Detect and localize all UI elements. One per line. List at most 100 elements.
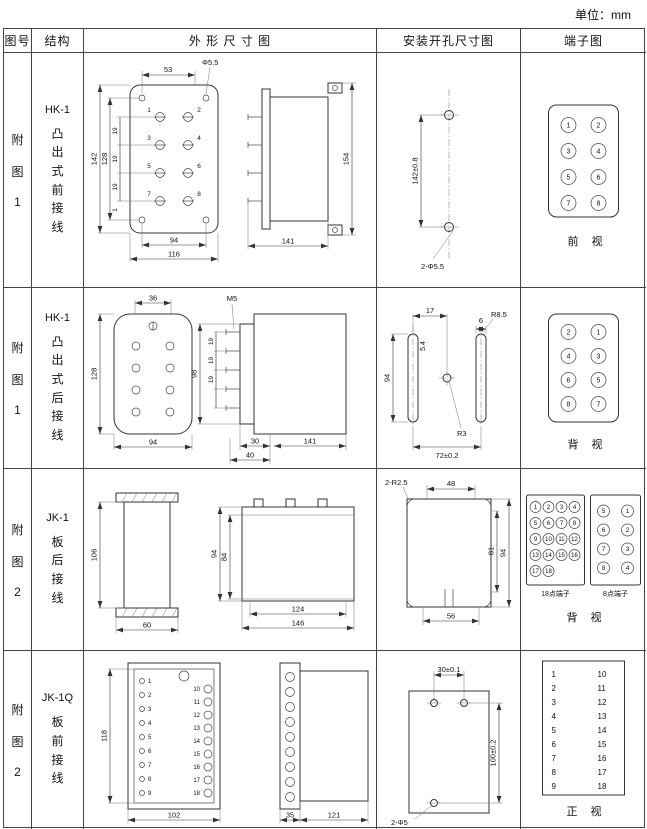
dim-label: 2-Φ5 (391, 818, 408, 827)
view-label: 背 视 (566, 610, 606, 624)
dim-label: 6 (479, 316, 483, 325)
header-install: 安装开孔尺寸图 (377, 29, 521, 53)
terminal-number: 2 (567, 330, 571, 337)
terminal-number: 5 (567, 175, 571, 182)
row2-fig-cell: 附 图 1 (4, 288, 32, 469)
terminal-number: 6 (197, 163, 201, 170)
dim-label: 81 (487, 547, 496, 555)
terminal-number: 6 (552, 740, 557, 749)
relay-front-view: 1 2 3 4 5 6 7 8 9 10 11 12 13 14 15 16 1… (100, 662, 221, 823)
terminal-number: 8 (597, 201, 601, 208)
header-outline: 外 形 尺 寸 图 (84, 29, 377, 53)
dim-label: 102 (168, 811, 181, 820)
terminal-number: 6 (567, 378, 571, 385)
dim-label: 116 (168, 250, 180, 259)
header-structure: 结构 (32, 29, 84, 53)
row2-terminal-cell: 2 1 4 3 6 5 8 7 背 视 (521, 288, 646, 469)
view-label: 背 视 (567, 437, 607, 451)
dim-label: 106 (90, 549, 99, 562)
unit-label: 单位：mm (575, 8, 631, 22)
dim-label: 35 (286, 813, 294, 820)
terminal-number: 13 (532, 553, 539, 559)
structure-char: 出 (51, 145, 64, 160)
row3-install-cell: 2-R2.5 48 81 94 56 (377, 469, 521, 651)
view-label: 正 视 (566, 804, 606, 818)
terminal-number: 10 (193, 687, 200, 693)
dim-label: 56 (447, 612, 455, 621)
structure-char: 接 (51, 409, 64, 424)
relay-side-view: 154 141 (247, 82, 356, 249)
dim-label: 72±0.2 (436, 451, 459, 460)
relay-rear-view: 36 128 94 (90, 294, 193, 450)
terminal-number: 1 (148, 679, 152, 685)
terminal-number: 4 (597, 149, 601, 156)
terminal-number: 10 (598, 670, 607, 679)
terminal-number: 4 (197, 135, 201, 142)
terminal-number: 16 (598, 754, 607, 763)
dim-label: 121 (328, 811, 341, 820)
terminal-number: 2 (626, 527, 630, 534)
terminal-number: 17 (532, 569, 539, 575)
terminal-number: 15 (598, 740, 607, 749)
terminal-number: 8 (148, 777, 152, 783)
model-label: HK-1 (44, 103, 71, 116)
terminal-number: 13 (193, 726, 200, 732)
terminal-block-18: 1 2 3 4 5 6 7 8 9 10 11 12 13 14 15 16 1… (526, 494, 585, 598)
terminal-number: 3 (147, 135, 151, 142)
dim-label: 17 (426, 306, 434, 315)
terminal-number: 14 (193, 739, 200, 745)
terminal-number: 8 (573, 521, 577, 527)
terminal-number: 18 (598, 782, 607, 791)
terminal-number: 6 (602, 527, 606, 534)
dim-label: Φ5.5 (202, 58, 218, 67)
relay-front-view: 106 60 (90, 492, 179, 633)
dim-label: 118 (100, 730, 109, 742)
dim-label: 98 (190, 370, 199, 378)
terminal-number: 2 (148, 693, 152, 699)
terminal-number: 3 (560, 505, 564, 511)
terminal-number: 9 (148, 791, 152, 797)
row4-install-cell: 30±0.1 100±0.2 2-Φ5 (377, 651, 521, 829)
terminal-number: 4 (148, 721, 152, 727)
structure-char: 式 (51, 163, 64, 178)
fig-char: 图 (11, 373, 24, 387)
terminal-number: 18 (193, 791, 200, 797)
fig-char: 2 (14, 765, 21, 779)
structure-char: 线 (51, 771, 64, 786)
fig-char: 图 (11, 165, 24, 179)
terminal-number: 5 (597, 378, 601, 385)
header-fig-no: 图号 (4, 29, 32, 53)
row2-install-cell: R3 6 17 5.4 R8.5 94 72±0.2 (377, 288, 521, 469)
terminal-number: 7 (147, 191, 151, 198)
dim-label: 19 (208, 357, 215, 365)
terminal-number: 12 (193, 713, 200, 719)
row1-structure-cell: HK-1 凸 出 式 前 接 线 (32, 53, 84, 288)
terminal-block-label: 18点端子 (541, 589, 570, 598)
dim-label: R3 (457, 429, 467, 438)
structure-char: 凸 (51, 126, 64, 141)
terminal-number: 3 (148, 707, 152, 713)
header-terminal: 端子图 (521, 29, 646, 53)
fig-char: 附 (11, 522, 24, 537)
dim-label: 154 (342, 153, 351, 166)
terminal-number: 5 (534, 521, 538, 527)
dim-label: 128 (100, 153, 109, 166)
dim-label: 30 (251, 437, 259, 446)
terminal-number: 15 (558, 553, 565, 559)
dim-label: 30±0.1 (438, 665, 461, 674)
terminal-number: 5 (147, 163, 151, 170)
structure-char: 凸 (51, 334, 64, 349)
row1-outline-cell: 1 2 3 4 5 6 7 8 53 Φ5.5 142 128 (84, 53, 377, 288)
terminal-number: 12 (598, 698, 607, 707)
dim-label: 94 (170, 236, 178, 245)
dim-label: 100±0.2 (489, 739, 498, 766)
terminal-number: 7 (552, 754, 557, 763)
row3-outline-cell: 106 60 84 94 124 146 (84, 469, 377, 651)
structure-char: 出 (51, 353, 64, 368)
dim-label: 5.4 (420, 341, 427, 351)
row2-outline-cell: 36 128 94 M5 (84, 288, 377, 469)
dim-label: 40 (246, 451, 254, 460)
terminal-number: 4 (552, 712, 557, 721)
structure-char: 接 (51, 572, 64, 586)
structure-char: 线 (51, 219, 64, 234)
